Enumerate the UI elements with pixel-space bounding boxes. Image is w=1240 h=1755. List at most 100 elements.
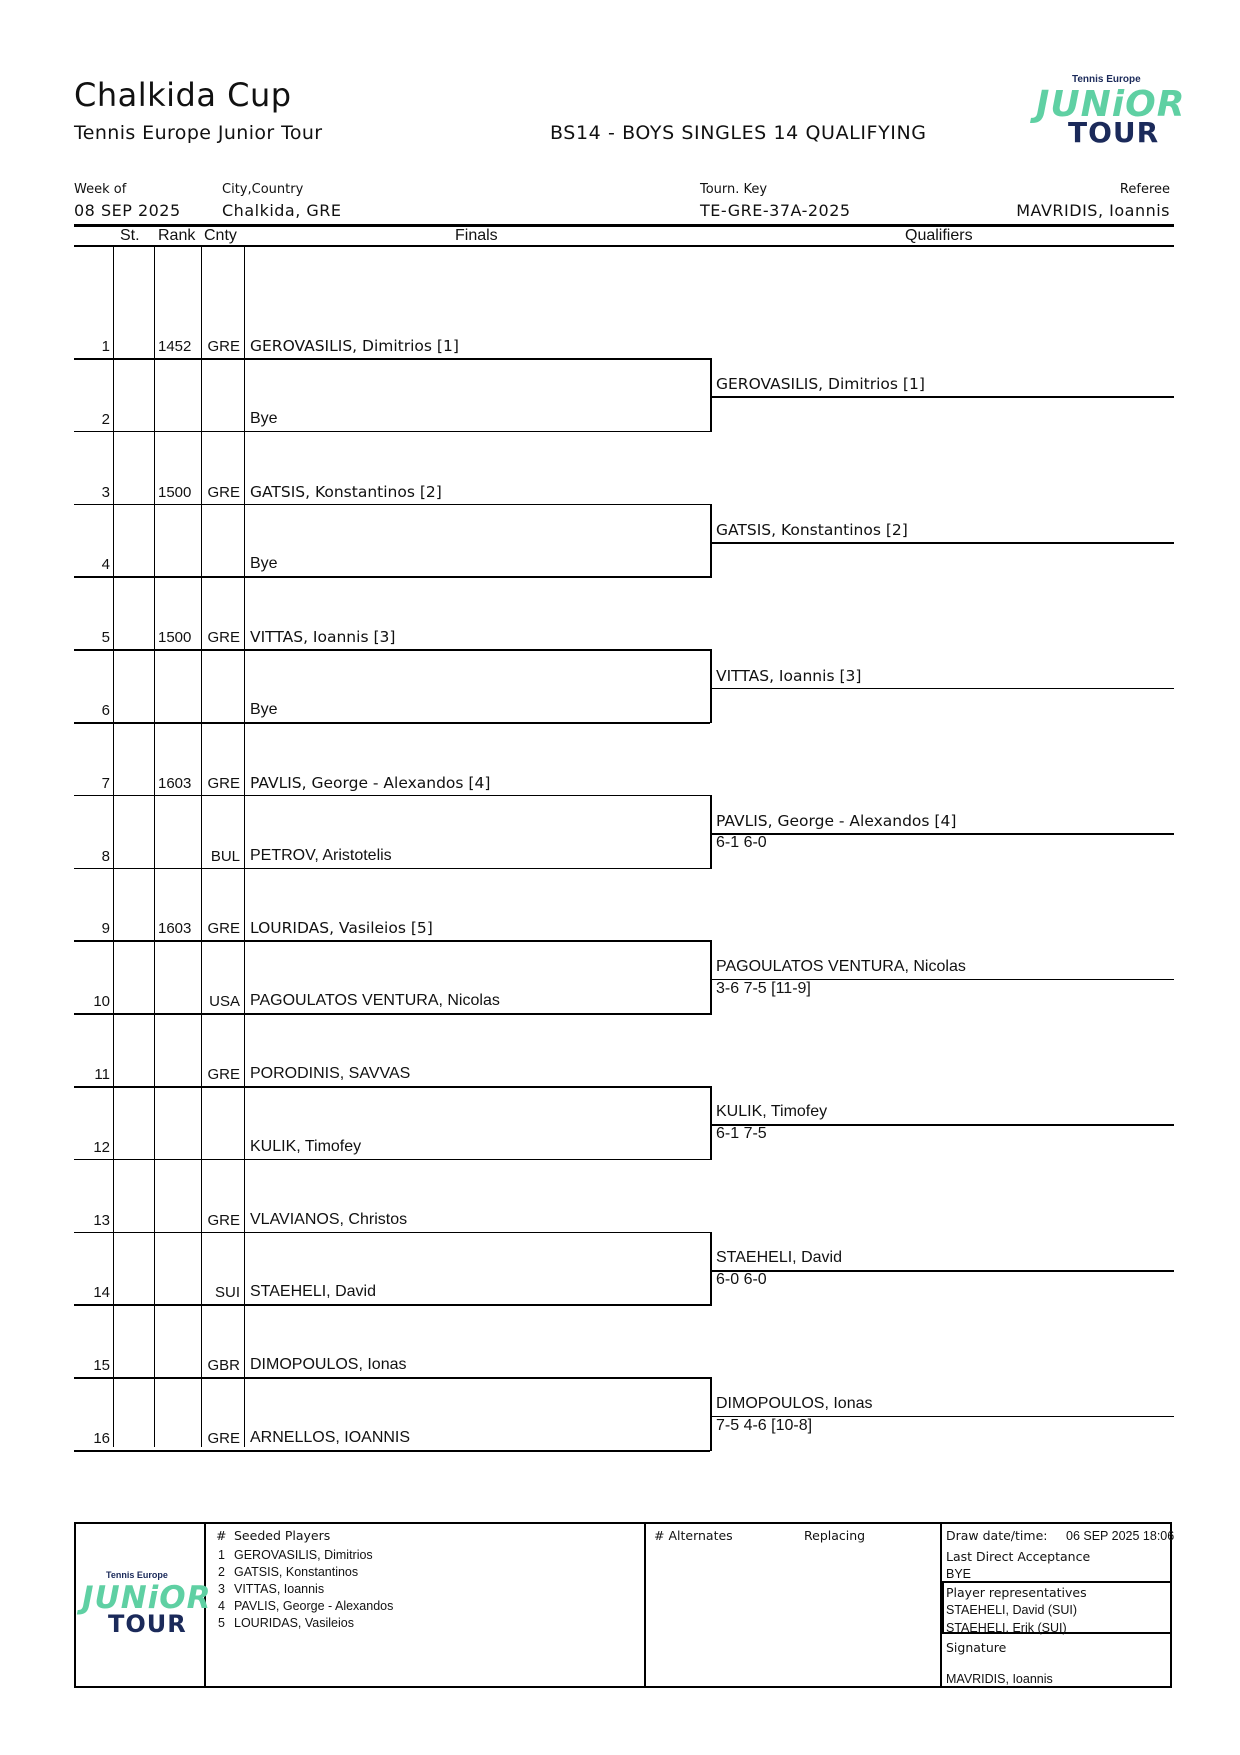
reps-bottom-rule (940, 1632, 1172, 1634)
player-name: Bye (250, 555, 278, 573)
player-rank: 1452 (158, 338, 192, 355)
footer-logo-tour-text: TOUR (108, 1610, 187, 1638)
player-country: USA (209, 993, 240, 1011)
match-score: 6-0 6-0 (716, 1271, 767, 1288)
player-name: STAEHELI, David (250, 1283, 376, 1301)
draw-position: 5 (101, 629, 110, 647)
reps-left-rule (942, 1581, 944, 1633)
draw-position: 9 (101, 920, 110, 938)
player-country: GBR (207, 1357, 240, 1375)
qualifier-underline (710, 833, 1174, 835)
seed-name: GATSIS, Konstantinos (234, 1565, 359, 1579)
footer-junior-tour-logo: Tennis Europe JUNiOR TOUR (82, 1568, 211, 1648)
draw-position: 2 (101, 410, 110, 428)
seed-number: 5 (218, 1616, 225, 1630)
city-value: Chalkida, GRE (222, 201, 342, 220)
player-country: GRE (207, 1430, 240, 1447)
player-rank: 1603 (158, 774, 192, 792)
qualifier-underline (710, 1415, 1174, 1418)
qualifier-underline (710, 542, 1174, 544)
qualifier-name: STAEHELI, David (716, 1249, 842, 1266)
qualifier-name: KULIK, Timofey (716, 1103, 828, 1121)
header-top-rule (74, 224, 1174, 227)
draw-position: 4 (101, 556, 110, 574)
bracket-connector (710, 794, 712, 870)
row-underline (74, 430, 710, 433)
qualifier-name: DIMOPOULOS, Ionas (716, 1394, 873, 1412)
col-finals: Finals (455, 227, 498, 244)
draw-position: 7 (101, 774, 110, 792)
seed-number: 1 (218, 1548, 225, 1562)
player-name: GATSIS, Konstantinos [2] (250, 482, 442, 501)
qualifier-name: VITTAS, Ioannis [3] (716, 666, 862, 685)
qualifier-underline (710, 978, 1174, 981)
draw-position: 14 (93, 1284, 110, 1302)
draw-date-label: Draw date/time: (946, 1528, 1048, 1543)
bracket-connector (710, 1377, 712, 1452)
player-name: VITTAS, Ioannis [3] (250, 628, 396, 647)
row-underline (74, 1304, 710, 1306)
col-qualifiers: Qualifiers (905, 227, 973, 244)
player-name: GEROVASILIS, Dimitrios [1] (250, 337, 459, 355)
lda-label: Last Direct Acceptance (946, 1549, 1091, 1564)
player-country: SUI (214, 1284, 240, 1302)
draw-position: 16 (93, 1430, 110, 1447)
player-country: GRE (207, 920, 240, 938)
player-country: GRE (207, 1066, 240, 1083)
row-underline (74, 1086, 710, 1088)
player-name: KULIK, Timofey (250, 1137, 362, 1155)
footer-logo-junior-text: JUNiOR (82, 1580, 212, 1616)
tour-subtitle: Tennis Europe Junior Tour (74, 122, 323, 144)
logo-tennis-europe-text: Tennis Europe (1072, 74, 1141, 85)
logo-tour-text: TOUR (1068, 116, 1160, 149)
draw-position: 6 (101, 702, 110, 719)
draw-position: 15 (93, 1357, 110, 1375)
qualifier-name: PAGOULATOS VENTURA, Nicolas (716, 957, 966, 975)
player-rank: 1500 (158, 629, 192, 647)
col-cnty: Cnty (204, 227, 237, 244)
reps-top-rule (940, 1581, 1172, 1583)
player-country: GRE (207, 483, 240, 501)
draw-position: 10 (93, 993, 110, 1011)
draw-info-box (940, 1522, 1172, 1688)
player-name: PAVLIS, George - Alexandos [4] (250, 773, 491, 792)
draw-position: 12 (93, 1138, 110, 1156)
event-name: BS14 - BOYS SINGLES 14 QUALIFYING (550, 122, 927, 144)
bracket-connector (710, 940, 712, 1015)
draw-position: 3 (101, 483, 110, 501)
qualifier-underline (710, 396, 1174, 398)
col-sep-1 (113, 246, 114, 1447)
header-bottom-rule (74, 245, 1174, 247)
row-underline (74, 1377, 710, 1379)
reps-label: Player representatives (946, 1585, 1087, 1600)
seed-number: 3 (218, 1582, 225, 1596)
row-underline (74, 722, 710, 724)
player-name: ARNELLOS, IOANNIS (250, 1429, 411, 1446)
seed-number: 4 (218, 1599, 225, 1613)
row-underline (74, 1450, 710, 1452)
rep-2: STAEHELI, Erik (SUI) (946, 1621, 1067, 1635)
draw-position: 13 (93, 1211, 110, 1229)
player-name: Bye (250, 701, 278, 718)
col-rank: Rank (158, 227, 196, 244)
tournament-title: Chalkida Cup (74, 76, 292, 114)
player-country: GRE (207, 338, 240, 355)
draw-position: 8 (101, 847, 110, 865)
player-country: BUL (210, 847, 240, 865)
seed-number: 2 (218, 1565, 225, 1579)
player-name: PETROV, Aristotelis (250, 846, 392, 864)
row-underline (74, 649, 710, 651)
alternates-title: # Alternates (654, 1528, 733, 1543)
week-value: 08 SEP 2025 (74, 201, 181, 220)
draw-position: 1 (101, 338, 110, 355)
referee-value: MAVRIDIS, Ioannis (1016, 201, 1170, 220)
player-country: GRE (207, 629, 240, 647)
bracket-connector (710, 649, 712, 724)
signature-value: MAVRIDIS, Ioannis (946, 1672, 1053, 1686)
col-sep-3 (201, 246, 202, 1447)
alternates-box (644, 1522, 942, 1688)
bracket-connector (710, 503, 712, 578)
city-label: City,Country (222, 182, 304, 197)
qualifier-name: PAVLIS, George - Alexandos [4] (716, 812, 957, 831)
col-st: St. (120, 227, 140, 244)
